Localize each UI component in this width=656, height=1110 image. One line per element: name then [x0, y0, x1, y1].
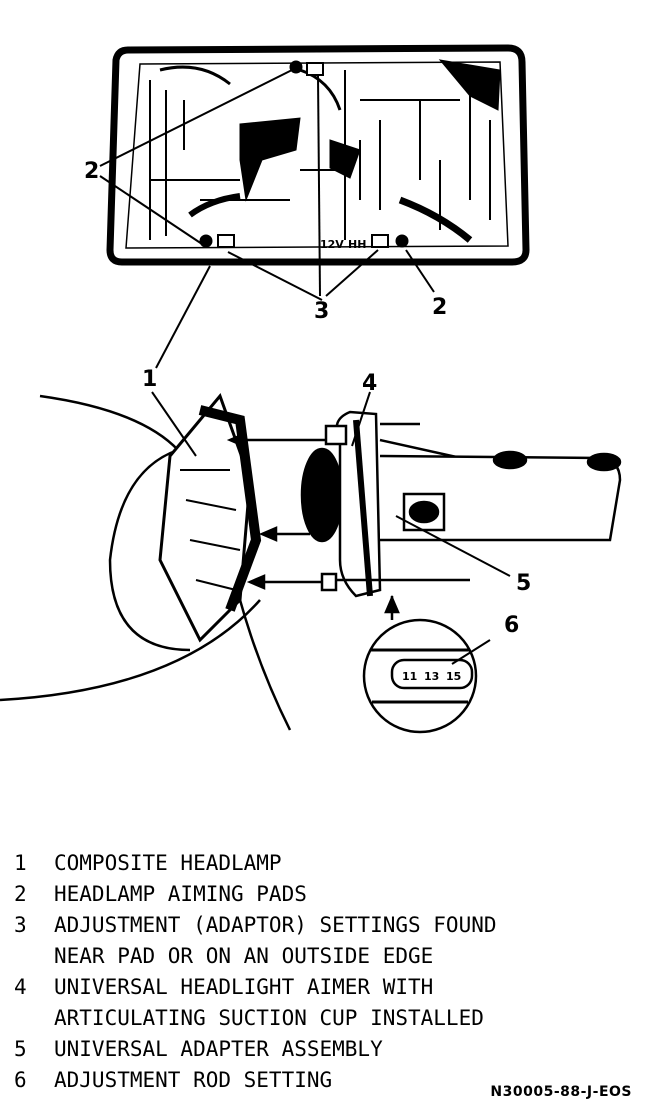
legend-label-continued: ARTICULATING SUCTION CUP INSTALLED — [54, 1006, 484, 1030]
vehicle-front-view — [0, 393, 330, 731]
legend-item: 1 COMPOSITE HEADLAMP — [14, 848, 634, 879]
headlamp-aiming-diagram: 12V HH — [0, 44, 622, 734]
legend-number: 3 — [14, 913, 27, 937]
legend-label: HEADLAMP AIMING PADS — [54, 882, 307, 906]
callout-6: 6 — [504, 613, 519, 638]
legend-item: 4 UNIVERSAL HEADLIGHT AIMER WITH — [14, 972, 634, 1003]
legend-number: 2 — [14, 882, 27, 906]
callout-2-left: 2 — [84, 159, 99, 184]
universal-headlight-aimer — [300, 410, 622, 598]
legend-label: COMPOSITE HEADLAMP — [54, 851, 282, 875]
legend: 1 COMPOSITE HEADLAMP 2 HEADLAMP AIMING P… — [14, 848, 634, 1096]
legend-label: UNIVERSAL ADAPTER ASSEMBLY — [54, 1037, 383, 1061]
aiming-pad-left — [199, 234, 213, 248]
legend-label: UNIVERSAL HEADLIGHT AIMER WITH — [54, 975, 434, 999]
legend-item: 2 HEADLAMP AIMING PADS — [14, 879, 634, 910]
callout-2-right: 2 — [432, 295, 447, 320]
legend-number: 5 — [14, 1037, 27, 1061]
aiming-pad-top — [289, 60, 303, 74]
legend-number: 6 — [14, 1068, 27, 1092]
callout-5: 5 — [516, 571, 531, 596]
figure-code: N30005-88-J-EOS — [490, 1084, 632, 1100]
legend-number: 1 — [14, 851, 27, 875]
adjustment-rod-inset — [362, 594, 491, 734]
legend-label-continued: NEAR PAD OR ON AN OUTSIDE EDGE — [54, 944, 434, 968]
leader-lines-middle — [151, 391, 511, 577]
lamp-dash-mark: HH — [348, 238, 366, 251]
legend-label: ADJUSTMENT ROD SETTING — [54, 1068, 333, 1092]
legend-item: 5 UNIVERSAL ADAPTER ASSEMBLY — [14, 1034, 634, 1065]
rod-scale-11: 11 — [402, 670, 417, 683]
lamp-voltage-mark: 12V — [320, 238, 344, 251]
legend-item: 6 ADJUSTMENT ROD SETTING — [14, 1065, 634, 1096]
aiming-pad-right — [395, 234, 409, 248]
rod-scale-13: 13 — [424, 670, 439, 683]
callout-1: 1 — [142, 367, 157, 392]
legend-label: ADJUSTMENT (ADAPTOR) SETTINGS FOUND — [54, 913, 497, 937]
callout-3: 3 — [314, 299, 329, 324]
rod-scale: 11 13 15 — [402, 670, 461, 683]
leader-lines-top — [99, 69, 435, 369]
legend-item: 3 ADJUSTMENT (ADAPTOR) SETTINGS FOUND — [14, 910, 634, 941]
rod-scale-15: 15 — [446, 670, 461, 683]
callout-4: 4 — [362, 371, 377, 396]
legend-number: 4 — [14, 975, 27, 999]
